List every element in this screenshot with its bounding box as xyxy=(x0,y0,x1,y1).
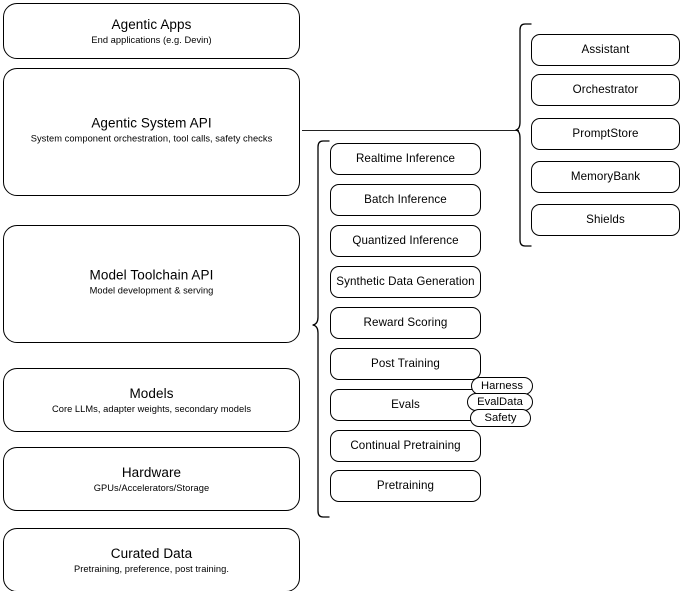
capability-quantized-inference[interactable]: Quantized Inference xyxy=(330,225,481,257)
layer-model-toolchain-api[interactable]: Model Toolchain API Model development & … xyxy=(3,225,300,343)
evals-pill-label: EvalData xyxy=(477,396,523,408)
component-orchestrator[interactable]: Orchestrator xyxy=(531,74,680,106)
layer-title: Model Toolchain API xyxy=(89,267,214,283)
layer-curated-data[interactable]: Curated Data Pretraining, preference, po… xyxy=(3,528,300,591)
component-assistant[interactable]: Assistant xyxy=(531,34,680,66)
layer-title: Curated Data xyxy=(110,545,193,561)
component-label: Shields xyxy=(586,213,625,226)
component-promptstore[interactable]: PromptStore xyxy=(531,118,680,150)
layer-title: Models xyxy=(129,385,174,401)
capability-evals[interactable]: Evals xyxy=(330,389,481,421)
layer-subtitle: GPUs/Accelerators/Storage xyxy=(93,482,210,493)
layer-subtitle: Core LLMs, adapter weights, secondary mo… xyxy=(51,403,252,414)
component-label: MemoryBank xyxy=(570,170,641,183)
brace-model-toolchain-capabilities xyxy=(312,140,330,518)
brace-agentic-system-components xyxy=(515,23,532,247)
capability-pretraining[interactable]: Pretraining xyxy=(330,470,481,502)
layer-title: Hardware xyxy=(121,464,182,480)
capability-post-training[interactable]: Post Training xyxy=(330,348,481,380)
capability-label: Pretraining xyxy=(376,479,435,492)
connector-agentic-system-api-to-components xyxy=(302,130,519,131)
evals-pill-label: Safety xyxy=(484,412,517,424)
capability-label: Post Training xyxy=(371,357,440,370)
component-memorybank[interactable]: MemoryBank xyxy=(531,161,680,193)
capability-label: Reward Scoring xyxy=(363,316,448,329)
layer-title: Agentic Apps xyxy=(111,16,192,32)
capability-reward-scoring[interactable]: Reward Scoring xyxy=(330,307,481,339)
layer-subtitle: Pretraining, preference, post training. xyxy=(74,563,229,574)
capability-label: Continual Pretraining xyxy=(350,439,461,452)
evals-pill-label: Harness xyxy=(480,380,523,392)
component-label: Orchestrator xyxy=(572,83,639,96)
layer-agentic-apps[interactable]: Agentic Apps End applications (e.g. Devi… xyxy=(3,3,300,59)
layer-subtitle: Model development & serving xyxy=(89,285,214,296)
capability-label: Synthetic Data Generation xyxy=(336,275,475,288)
capability-label: Batch Inference xyxy=(364,193,447,206)
component-label: Assistant xyxy=(581,43,630,56)
capability-label: Quantized Inference xyxy=(352,234,459,247)
layer-subtitle: System component orchestration, tool cal… xyxy=(30,133,273,144)
capability-label: Evals xyxy=(391,398,420,411)
evals-pill-safety[interactable]: Safety xyxy=(470,409,531,427)
component-shields[interactable]: Shields xyxy=(531,204,680,236)
evals-pill-evaldata[interactable]: EvalData xyxy=(467,393,533,411)
capability-realtime-inference[interactable]: Realtime Inference xyxy=(330,143,481,175)
layer-agentic-system-api[interactable]: Agentic System API System component orch… xyxy=(3,68,300,196)
capability-batch-inference[interactable]: Batch Inference xyxy=(330,184,481,216)
layer-models[interactable]: Models Core LLMs, adapter weights, secon… xyxy=(3,368,300,432)
component-label: PromptStore xyxy=(572,127,639,140)
capability-synthetic-data-generation[interactable]: Synthetic Data Generation xyxy=(330,266,481,298)
capability-continual-pretraining[interactable]: Continual Pretraining xyxy=(330,430,481,462)
layer-subtitle: End applications (e.g. Devin) xyxy=(91,34,212,45)
layer-title: Agentic System API xyxy=(91,115,212,131)
capability-label: Realtime Inference xyxy=(355,152,456,165)
layer-hardware[interactable]: Hardware GPUs/Accelerators/Storage xyxy=(3,447,300,511)
